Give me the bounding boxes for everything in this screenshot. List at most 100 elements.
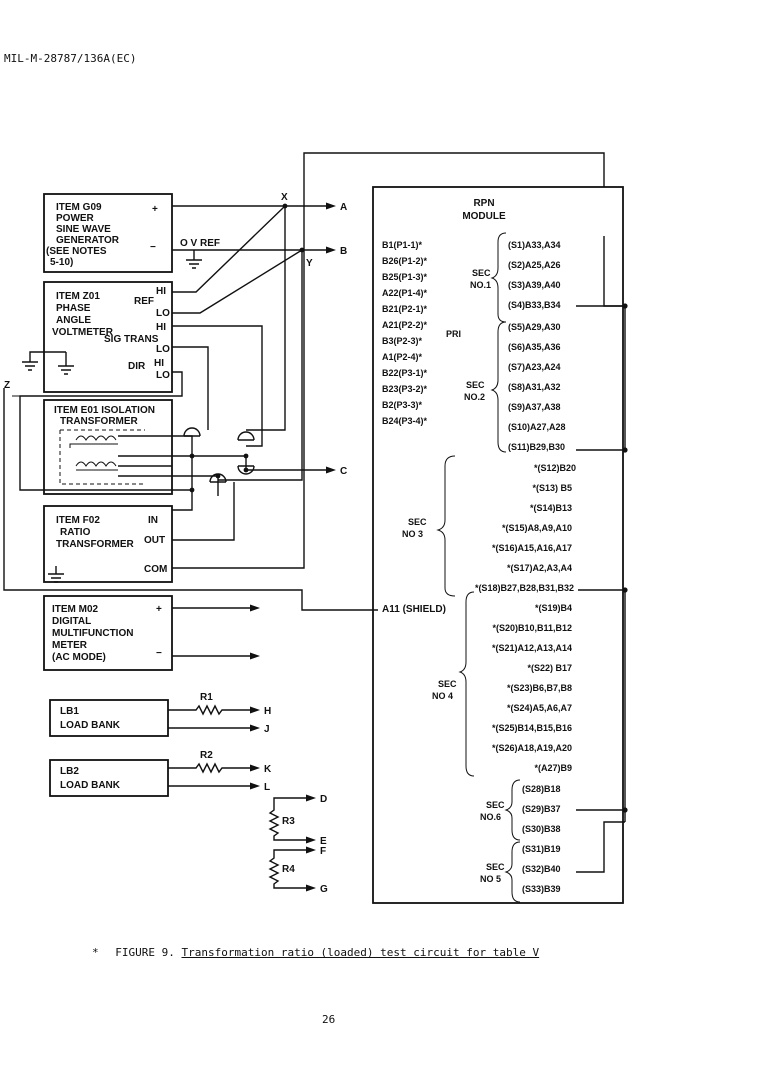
f02-label: RATIO [60, 527, 91, 538]
sec2-label: SEC [466, 380, 485, 390]
f02-ground [48, 566, 64, 583]
m02-label: ITEM M02 [52, 604, 99, 615]
e01-box [43, 399, 173, 495]
sec1-label: NO.1 [470, 280, 491, 290]
z01-label: ITEM Z01 [56, 291, 100, 302]
node-y: Y [306, 258, 313, 269]
z01-lo-3: LO [156, 370, 170, 381]
sec5-row: (S33)B39 [522, 884, 561, 894]
sec2-row: (S10)A27,A28 [508, 422, 566, 432]
g09-plus: + [152, 204, 158, 215]
primary-pin: B23(P3-2)* [382, 384, 428, 394]
junction [243, 467, 249, 473]
node-l: L [264, 782, 270, 793]
arrow-b [326, 246, 336, 254]
wire-y-down [218, 250, 303, 481]
r4-resistor [268, 849, 308, 889]
junction [243, 453, 249, 459]
sec6-brace [504, 779, 521, 841]
g09-box [43, 193, 173, 273]
z01-ref: REF [134, 296, 154, 307]
junction [215, 473, 221, 479]
node-h: H [264, 706, 271, 717]
arrow-h [250, 706, 260, 714]
wire-e01-out-1 [172, 435, 193, 496]
lb2-box [49, 759, 169, 797]
r4-label: R4 [282, 864, 295, 875]
lb2-label: LB2 [60, 766, 79, 777]
figure-caption: * FIGURE 9. Transformation ratio (loaded… [92, 946, 539, 959]
f02-out: OUT [144, 535, 165, 546]
sec5-label: SEC [486, 862, 505, 872]
arrow-a [326, 202, 336, 210]
sec6-row: (S29)B37 [522, 804, 561, 814]
z01-hi-2: HI [156, 322, 166, 333]
sec6-label: SEC [486, 800, 505, 810]
f02-box [43, 505, 173, 583]
sec4-label: SEC [438, 679, 457, 689]
sec3-row: *(S13) B5 [532, 483, 572, 493]
sec4-row: *(S19)B4 [535, 603, 572, 613]
primary-pin: B2(P3-3)* [382, 400, 423, 410]
sec5-row: (S31)B19 [522, 844, 561, 854]
pri-label: PRI [446, 329, 461, 339]
primary-pin: B26(P1-2)* [382, 256, 428, 266]
sec2-row: (S6)A35,A36 [508, 342, 561, 352]
wire-x-down [246, 206, 286, 431]
sec3-label: NO 3 [402, 529, 423, 539]
f02-label: TRANSFORMER [56, 539, 135, 550]
primary-pin: B3(P2-3)* [382, 336, 423, 346]
primary-pin: B24(P3-4)* [382, 416, 428, 426]
lb1-label: LB1 [60, 706, 79, 717]
bus-junction [622, 587, 628, 593]
sec1-row: (S2)A25,A26 [508, 260, 561, 270]
caption-asterisk: * [92, 946, 99, 959]
m02-label: DIGITAL [52, 616, 91, 627]
sec5-label: NO 5 [480, 874, 501, 884]
primary-pin: B1(P1-1)* [382, 240, 423, 250]
connector-jack [183, 427, 201, 437]
sec3-brace [436, 455, 456, 597]
m02-label: METER [52, 640, 88, 651]
bus-junction [622, 303, 628, 309]
m02-label: (AC MODE) [52, 652, 106, 663]
wire-f02-com [172, 306, 305, 569]
g09-label: ITEM G09 [56, 202, 102, 213]
z01-ground [22, 351, 74, 375]
primary-pin: A21(P2-2)* [382, 320, 428, 330]
r3-resistor [268, 797, 308, 841]
node-k: K [264, 764, 272, 775]
arrow-k [250, 764, 260, 772]
m02-box [43, 595, 173, 671]
sec4-row: *(S21)A12,A13,A14 [492, 643, 572, 653]
sec2-row: (S8)A31,A32 [508, 382, 561, 392]
sec4-row: *(S22) B17 [527, 663, 572, 673]
wire-e01-out-2 [172, 455, 247, 470]
f02-label: ITEM F02 [56, 515, 100, 526]
z01-lo-1: LO [156, 308, 170, 319]
wire-f02-out [172, 482, 235, 541]
r2-label: R2 [200, 750, 213, 761]
wire-z01-ref-lo [172, 249, 303, 314]
junction [189, 453, 195, 459]
z01-hi-1: HI [156, 286, 166, 297]
sec-bus-right [576, 305, 625, 873]
arrow-j [250, 724, 260, 732]
sec2-row: (S9)A37,A38 [508, 402, 561, 412]
primary-pin: B22(P3-1)* [382, 368, 428, 378]
arrow-f [306, 846, 316, 854]
node-b: B [340, 246, 347, 257]
module-top-wire [303, 152, 605, 306]
g09-minus: − [150, 242, 156, 253]
sec6-row: (S28)B18 [522, 784, 561, 794]
bus-junction [622, 447, 628, 453]
node-z: Z [4, 380, 10, 391]
sec1-row: (S1)A33,A34 [508, 240, 561, 250]
primary-pin: B21(P2-1)* [382, 304, 428, 314]
arrow-e [306, 836, 316, 844]
wire-z01-sig-hi [172, 325, 263, 447]
sec4-row: *(S20)B10,B11,B12 [492, 623, 572, 633]
r3-label: R3 [282, 816, 295, 827]
module-title-2: MODULE [462, 211, 506, 222]
node-g: G [320, 884, 328, 895]
